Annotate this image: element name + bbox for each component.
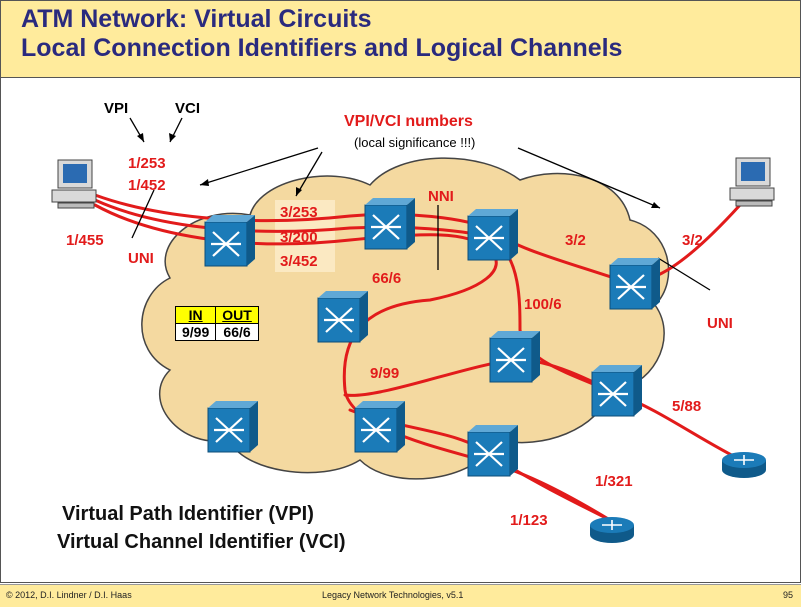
atm-switch-4	[608, 256, 662, 311]
id-1-253: 1/253	[128, 155, 166, 172]
uni-left-label: UNI	[128, 250, 154, 267]
router-bottom	[589, 516, 635, 544]
id-1-321: 1/321	[595, 473, 633, 490]
footer-course: Legacy Network Technologies, v5.1	[322, 590, 464, 600]
atm-switch-8	[206, 399, 260, 454]
id-3-200: 3/200	[280, 229, 318, 246]
id-1-455: 1/455	[66, 232, 104, 249]
page-title-line1: ATM Network: Virtual Circuits	[21, 5, 372, 33]
vci-label: VCI	[175, 100, 201, 117]
id-100-6: 100/6	[524, 296, 562, 313]
id-3-2-b: 3/2	[682, 232, 703, 249]
id-66-6: 66/6	[372, 270, 402, 287]
footer-bar: © 2012, D.I. Lindner / D.I. Haas Legacy …	[0, 584, 801, 607]
atm-switch-6	[488, 329, 542, 384]
id-3-452: 3/452	[280, 253, 318, 270]
title-bar: ATM Network: Virtual Circuits Local Conn…	[0, 0, 801, 78]
vpivci-title: VPI/VCI numbers	[344, 113, 473, 130]
atm-switch-2	[363, 196, 417, 251]
atm-switch-3	[466, 207, 520, 262]
atm-switch-1	[203, 213, 257, 268]
id-1-452: 1/452	[128, 177, 166, 194]
nni-label: NNI	[428, 188, 454, 205]
atm-switch-5	[316, 289, 370, 344]
footer-copyright: © 2012, D.I. Lindner / D.I. Haas	[6, 590, 132, 600]
vci-definition: Virtual Channel Identifier (VCI)	[57, 531, 346, 553]
pc-right-icon	[729, 157, 775, 207]
id-1-123: 1/123	[510, 512, 548, 529]
id-5-88: 5/88	[672, 398, 702, 415]
uni-right-label: UNI	[707, 315, 733, 332]
id-3-253: 3/253	[280, 204, 318, 221]
vpi-label: VPI	[104, 100, 129, 117]
router-right	[721, 451, 767, 479]
slide-frame	[0, 78, 801, 583]
pc-left-icon	[51, 159, 97, 209]
page-title-line2: Local Connection Identifiers and Logical…	[21, 34, 623, 62]
atm-switch-9	[353, 399, 407, 454]
table-cell-out: 66/6	[215, 323, 259, 341]
atm-switch-10	[466, 423, 520, 478]
footer-page-number: 95	[783, 590, 794, 600]
id-9-99: 9/99	[370, 365, 400, 382]
atm-switch-7	[590, 363, 644, 418]
network-diagram	[51, 117, 775, 544]
id-3-2-a: 3/2	[565, 232, 586, 249]
table-header-in: IN	[174, 306, 217, 324]
table-cell-in: 9/99	[174, 323, 217, 341]
vpivci-note: (local significance !!!)	[354, 135, 476, 150]
table-header-out: OUT	[215, 306, 259, 324]
vpi-definition: Virtual Path Identifier (VPI)	[62, 503, 314, 525]
switching-table: IN OUT 9/99 66/6	[174, 306, 259, 341]
